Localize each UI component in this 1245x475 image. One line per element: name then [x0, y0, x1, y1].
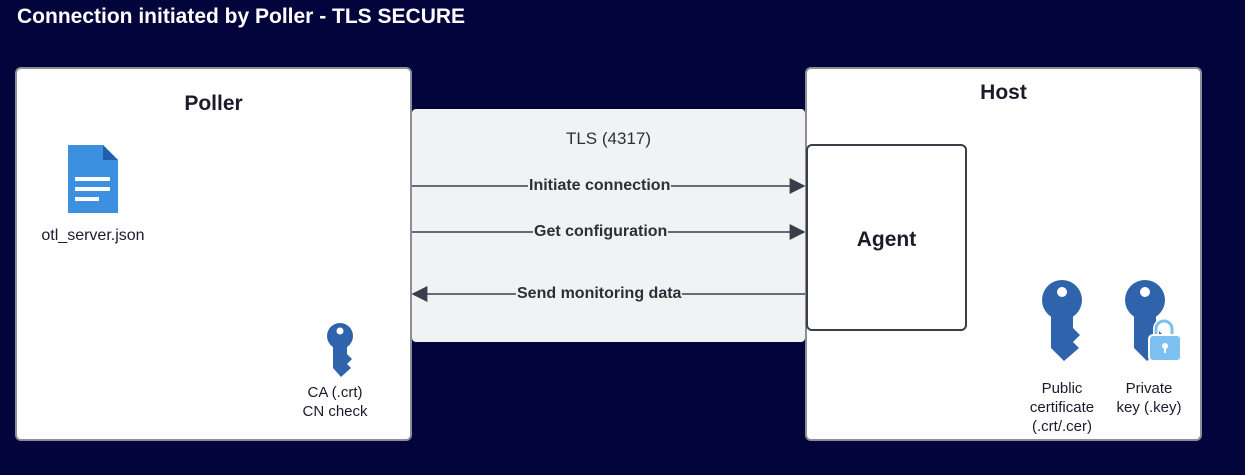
- public-cert-line2: certificate: [1029, 399, 1095, 416]
- diagram-title: Connection initiated by Poller - TLS SEC…: [17, 5, 466, 28]
- arrow-label-initiate: Initiate connection: [528, 177, 672, 195]
- agent-box: [806, 144, 967, 331]
- agent-label: Agent: [856, 228, 917, 251]
- arrow-label-get-config: Get configuration: [533, 223, 669, 241]
- host-heading: Host: [980, 81, 1027, 104]
- tls-label: TLS (4317): [565, 129, 652, 148]
- poller-heading: Poller: [184, 92, 243, 115]
- public-cert-line1: Public: [1041, 380, 1083, 397]
- arrow-label-send-data: Send monitoring data: [516, 285, 683, 303]
- poller-box: [15, 67, 412, 441]
- private-key-line1: Private: [1125, 380, 1173, 397]
- ca-label-line1: CA (.crt): [307, 384, 363, 401]
- ca-label-line2: CN check: [302, 403, 368, 420]
- private-key-line2: key (.key): [1116, 399, 1182, 416]
- file-label: otl_server.json: [41, 227, 145, 244]
- public-cert-line3: (.crt/.cer): [1032, 418, 1092, 435]
